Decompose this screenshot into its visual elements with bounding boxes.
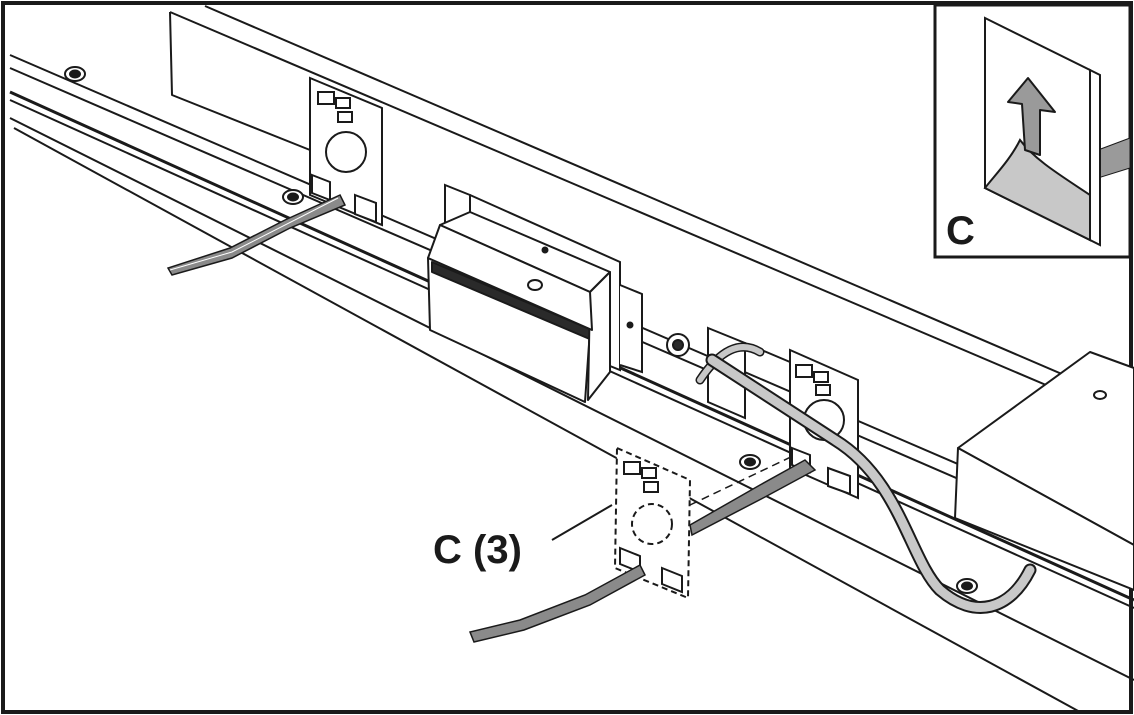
end-block — [954, 351, 1134, 591]
up-arrow-icon — [1007, 77, 1056, 156]
device-lid — [427, 224, 593, 331]
right-strap — [689, 459, 817, 537]
detached-clip — [468, 446, 796, 643]
adhesive-pad-side — [1089, 68, 1101, 247]
screw-head-icon — [956, 578, 978, 594]
inset-detail: C — [933, 3, 1132, 259]
left-bracket-hole — [325, 131, 367, 173]
screw-group — [64, 66, 978, 594]
part-callout-label: C (3) — [433, 528, 522, 572]
left-bracket — [309, 76, 383, 227]
center-device — [427, 211, 634, 403]
inset-letter-label: C — [946, 209, 975, 253]
gray-cable — [695, 342, 1037, 614]
device-side — [587, 271, 611, 401]
screw-head-icon — [64, 66, 86, 82]
left-strap — [166, 194, 347, 276]
panel-top-edge — [204, 5, 1134, 406]
grommet — [666, 333, 690, 357]
rail-bottom-line — [9, 117, 1134, 681]
rail-bottom-line-2 — [13, 127, 1081, 713]
screw-head-icon — [282, 189, 304, 205]
callout-leader — [551, 504, 613, 541]
end-block-front — [954, 447, 1134, 591]
panel-top-edge-inner — [169, 11, 1101, 409]
screw-head-icon — [739, 454, 761, 470]
device-button — [527, 279, 543, 291]
